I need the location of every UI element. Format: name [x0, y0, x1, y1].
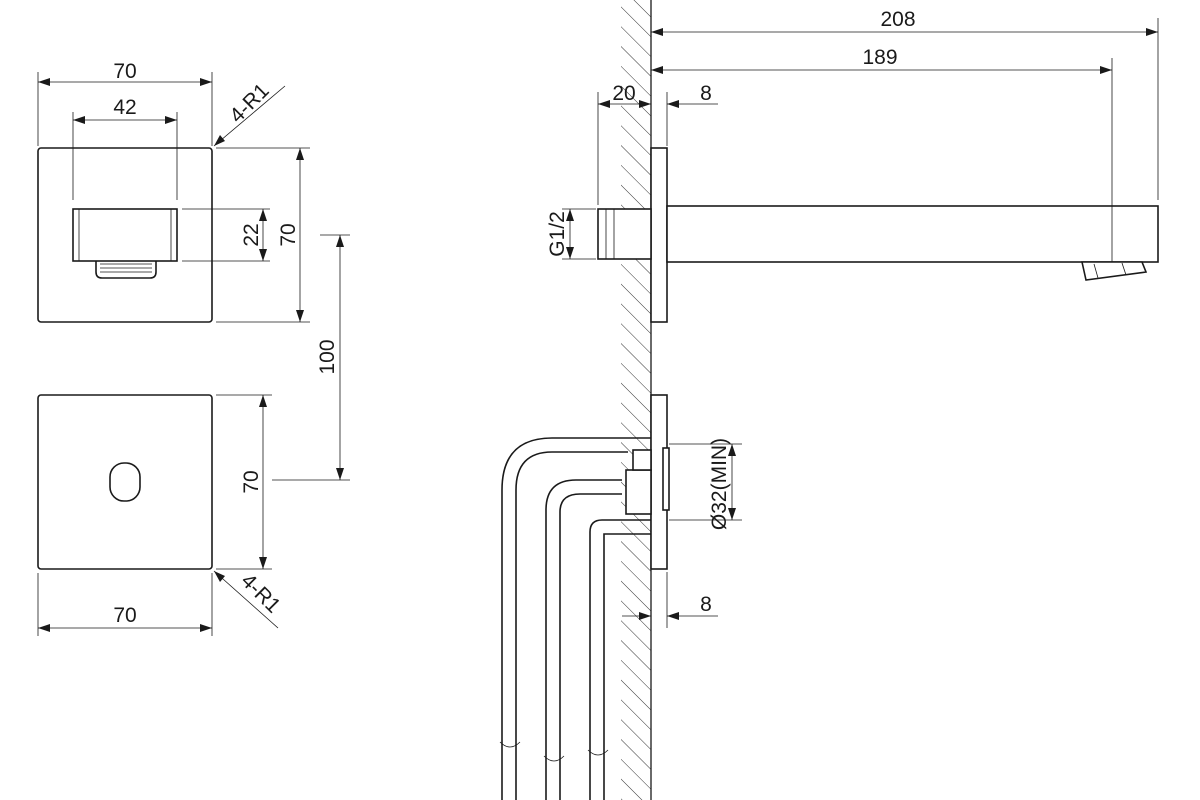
- dimension-thread: G1/2: [546, 208, 596, 260]
- dimension-total-length: 208: [650, 8, 1159, 200]
- sensor-fitting: [625, 447, 670, 515]
- conduit-inner: [545, 479, 622, 800]
- wall-section: [621, 0, 652, 800]
- dimension-plate-height-top: 70: [216, 147, 310, 323]
- dim-plate-height-top: 70: [277, 223, 300, 246]
- dim-corner-radius-top: 4-R1: [225, 79, 273, 127]
- corner-radius-leader-bottom: 4-R1: [213, 569, 285, 629]
- dimension-plate-thickness-bottom: 8: [622, 572, 718, 628]
- aerator-mesh: [100, 263, 152, 273]
- dimension-outlet-height: 22: [182, 208, 270, 262]
- spout-body: [666, 205, 1159, 281]
- conduit-break-lines: [499, 741, 609, 762]
- conduit-outer: [501, 437, 651, 800]
- dimension-plate-thickness-top: 8: [666, 82, 718, 146]
- dim-top-width: 70: [113, 60, 136, 83]
- dim-center-distance: 100: [316, 339, 339, 374]
- dimension-min-hole: Ø32(MIN): [669, 438, 742, 530]
- dim-min-hole: Ø32(MIN): [708, 438, 731, 530]
- dim-thread: G1/2: [546, 211, 569, 257]
- dim-corner-radius-bottom: 4-R1: [236, 569, 284, 617]
- front-view-top-plate: [37, 147, 213, 323]
- dimension-center-distance: 100: [272, 234, 350, 481]
- spout-wall-plate: [650, 147, 668, 323]
- front-view-sensor-plate: [37, 394, 213, 570]
- thread-connector: [597, 208, 652, 260]
- dim-spout-length: 189: [862, 46, 897, 69]
- dimension-top-width: 70: [37, 60, 213, 146]
- dim-bottom-width: 70: [113, 604, 136, 627]
- dimension-spout-length: 189: [651, 46, 1113, 262]
- dim-outlet-height: 22: [240, 223, 263, 246]
- dimension-wall-offset: 20: [597, 82, 651, 205]
- dim-total-length: 208: [880, 8, 915, 31]
- dim-outlet-width: 42: [113, 96, 136, 119]
- dimension-bottom-width: 70: [37, 573, 213, 636]
- dim-plate-thickness-top: 8: [700, 82, 712, 105]
- conduit-lower: [589, 519, 651, 800]
- dim-plate-thickness-bottom: 8: [700, 593, 712, 616]
- sensor-window: [109, 462, 141, 502]
- dimension-plate-height-bottom: 70: [216, 394, 272, 570]
- dim-plate-height-bottom: 70: [240, 470, 263, 493]
- corner-radius-leader-top: 4-R1: [213, 79, 286, 147]
- dim-wall-offset: 20: [612, 82, 635, 105]
- dimension-outlet-width: 42: [72, 96, 178, 200]
